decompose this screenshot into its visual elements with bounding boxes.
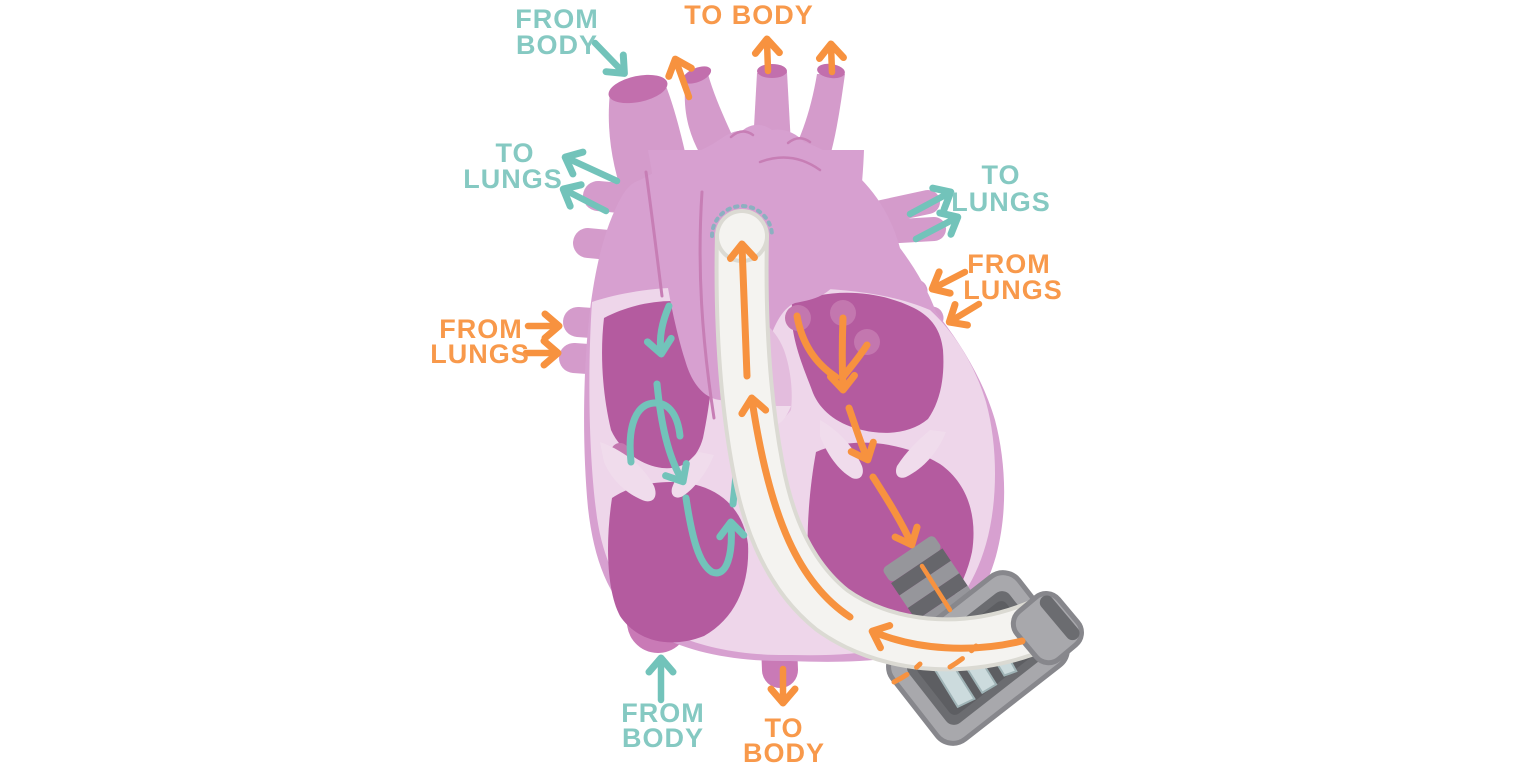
- flow-graft-rise: [738, 394, 854, 621]
- blood-flow-arrows: [626, 240, 1026, 685]
- pulmonary-vein-ostium-2: [830, 300, 856, 326]
- label-line: TO: [981, 160, 1020, 190]
- arrow-to-lungs-left-2: [559, 181, 610, 215]
- label-line: FROM: [439, 314, 522, 344]
- flow-through-pump-1: [891, 661, 923, 685]
- flow-ra-swirl: [626, 399, 684, 466]
- flow-la-center: [826, 314, 858, 394]
- arrow-to-lungs-right-1: [906, 184, 955, 218]
- label-line: FROM: [967, 249, 1050, 279]
- left-atrium: [791, 292, 944, 433]
- label-from-body-top: FROM BODY: [515, 4, 598, 60]
- label-line: LUNGS: [951, 187, 1051, 217]
- flow-rv-uturn: [682, 494, 748, 577]
- label-line: LUNGS: [463, 164, 563, 194]
- label-from-lungs-left: FROM LUNGS: [430, 314, 530, 369]
- suture-line: [710, 204, 774, 238]
- label-line: TO: [495, 138, 534, 168]
- arrow-to-body-1: [665, 55, 695, 101]
- label-line: BODY: [743, 738, 825, 768]
- label-to-lungs-left: TO LUNGS: [463, 138, 563, 194]
- mitral-valve: [820, 420, 946, 479]
- arrow-from-lungs-right-1: [928, 268, 969, 297]
- label-to-lungs-right: TO LUNGS: [951, 160, 1051, 217]
- label-to-body-bottom: TO BODY: [743, 713, 825, 768]
- arrow-to-lungs-right-2: [912, 209, 962, 243]
- flow-ra-to-rv: [653, 380, 690, 486]
- svc-opening: [608, 74, 668, 104]
- label-line: FROM: [515, 4, 598, 34]
- label-from-lungs-right: FROM LUNGS: [963, 249, 1063, 305]
- label-to-body-top: TO BODY: [684, 0, 814, 30]
- flow-svc-into-ra: [643, 302, 675, 358]
- label-line: LUNGS: [430, 339, 530, 369]
- label-line: FROM: [621, 698, 704, 728]
- flow-lv-to-pump: [869, 473, 921, 549]
- label-line: BODY: [622, 723, 704, 753]
- arrow-to-lungs-left-1: [561, 148, 621, 185]
- label-from-body-bottom: FROM BODY: [621, 698, 704, 753]
- flow-graft-top: [726, 240, 758, 380]
- arrow-from-body-top: [591, 39, 628, 77]
- flow-pv-stream-right: [839, 341, 871, 381]
- surface-seams: [644, 130, 822, 420]
- branch-2-opening: [757, 64, 787, 78]
- arrow-to-body-2: [751, 35, 783, 75]
- flow-la-to-lv: [845, 404, 877, 464]
- label-arrows: [522, 35, 983, 707]
- label-line: TO: [764, 713, 803, 743]
- label-line: TO BODY: [684, 0, 814, 30]
- label-line: LUNGS: [963, 275, 1063, 305]
- right-ventricle: [608, 482, 749, 643]
- tricuspid-valve: [600, 442, 714, 502]
- label-line: BODY: [516, 30, 598, 60]
- graft-elbow-connector: [1010, 591, 1084, 666]
- flow-into-pump: [919, 563, 953, 613]
- arrow-to-body-3: [815, 40, 847, 76]
- arrow-from-lungs-right-2: [945, 300, 983, 329]
- flow-graft-bottom: [868, 622, 1026, 652]
- arch-branch-1: [684, 74, 738, 154]
